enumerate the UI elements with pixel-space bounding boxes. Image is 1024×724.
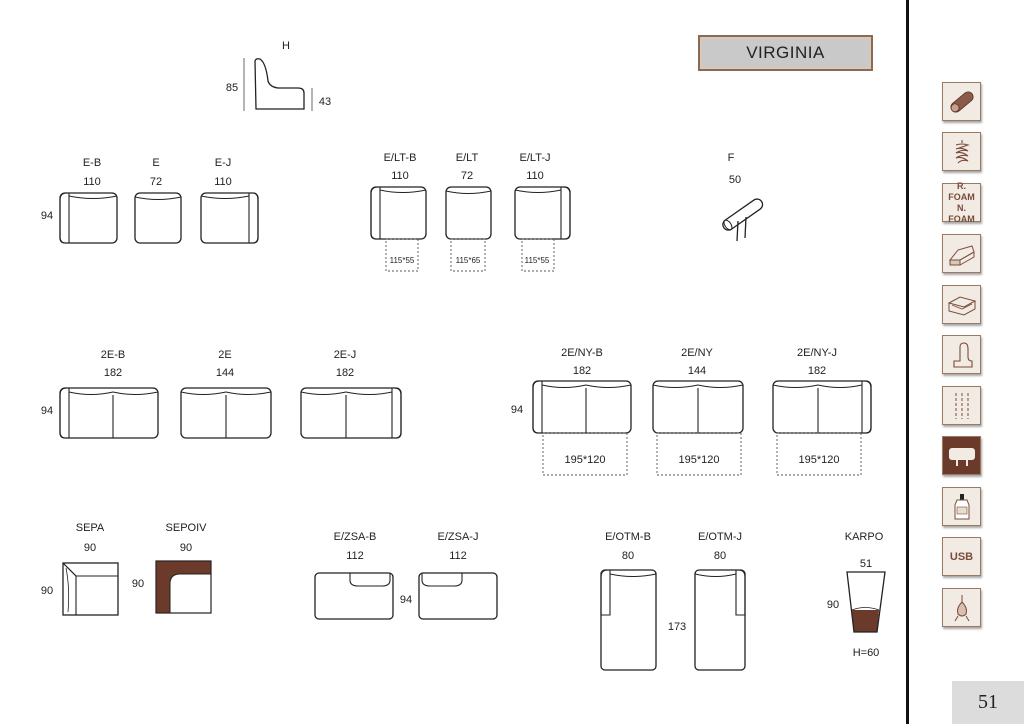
width-elt: 72 [460, 170, 474, 182]
recliner-icon [942, 335, 981, 374]
chaise-seats [600, 569, 746, 671]
label-karpo: KARPO [844, 531, 884, 543]
bed-2enyb: 195*120 [564, 454, 606, 466]
height-karpo: H=60 [852, 647, 880, 659]
label-zsab: E/ZSA-B [333, 531, 377, 543]
page-number: 51 [952, 681, 1024, 724]
depth-karpo: 90 [826, 599, 840, 611]
width-2e: 144 [215, 367, 235, 379]
width-eltb: 110 [391, 170, 409, 182]
width-otmb: 80 [621, 550, 635, 562]
width-2enyb: 182 [572, 365, 592, 377]
label-zsaj: E/ZSA-J [437, 531, 479, 543]
seats-elt-group [370, 186, 571, 272]
length-otm: 173 [667, 621, 687, 633]
width-sepoiv: 90 [179, 542, 193, 554]
sofas-2e-group [59, 387, 402, 439]
label-e: E [152, 157, 160, 169]
width-2eb: 182 [103, 367, 123, 379]
label-elt: E/LT [455, 152, 479, 164]
karpo-drawing [846, 571, 886, 633]
width-zsaj: 112 [449, 550, 467, 562]
page-title: VIRGINIA [698, 35, 873, 71]
width-2ej: 182 [335, 367, 355, 379]
label-sepoiv: SEPOIV [165, 522, 207, 534]
bed-eltj: 115*55 [524, 256, 550, 265]
bed-eltb: 115*55 [389, 256, 415, 265]
bolster-drawing [722, 198, 764, 242]
profile-height: 85 [225, 82, 239, 94]
usb-icon: USB [942, 537, 981, 576]
bed-elt: 115*65 [455, 256, 481, 265]
width-f: 50 [728, 174, 742, 186]
label-eb: E-B [82, 157, 102, 169]
page-divider [906, 0, 909, 724]
label-otmb: E/OTM-B [605, 531, 651, 543]
lamp-icon [942, 588, 981, 627]
width-2enyj: 182 [807, 365, 827, 377]
sofa-bed-icon [942, 234, 981, 273]
width-e: 72 [149, 176, 163, 188]
width-zsab: 112 [346, 550, 364, 562]
seats-e-group [59, 192, 259, 244]
width-sepa: 90 [83, 542, 97, 554]
profile-seat-height: 43 [318, 96, 332, 108]
depth-zsa: 94 [399, 594, 413, 606]
label-2enyj: 2E/NY-J [797, 347, 837, 359]
corner-seats [62, 560, 212, 616]
width-ej: 110 [214, 176, 232, 188]
profile-drawing [243, 58, 313, 111]
label-2ej: 2E-J [333, 349, 357, 361]
width-2eny: 144 [687, 365, 707, 377]
label-sepa: SEPA [75, 522, 105, 534]
label-2enyb: 2E/NY-B [561, 347, 603, 359]
leather-care-icon [942, 487, 981, 526]
storage-icon [942, 285, 981, 324]
sofas-2eny-group [532, 380, 872, 476]
zsa-seats [314, 572, 498, 620]
depth-sepoiv: 90 [131, 578, 145, 590]
depth-sepa: 90 [40, 585, 54, 597]
bed-2enyj: 195*120 [798, 454, 840, 466]
headrest-icon [942, 436, 981, 475]
roll-foam-icon [942, 82, 981, 121]
label-eltj: E/LT-J [519, 152, 551, 164]
profile-label-h: H [282, 40, 290, 52]
stitching-icon [942, 386, 981, 425]
label-eltb: E/LT-B [383, 152, 417, 164]
depth-row2: 94 [40, 405, 54, 417]
label-ej: E-J [214, 157, 232, 169]
width-eltj: 110 [526, 170, 544, 182]
bed-2eny: 195*120 [678, 454, 720, 466]
label-2e: 2E [218, 349, 232, 361]
width-eb: 110 [83, 176, 101, 188]
depth-row2-ny: 94 [510, 404, 524, 416]
width-karpo: 51 [859, 558, 873, 570]
label-f: F [727, 152, 735, 164]
width-otmj: 80 [713, 550, 727, 562]
spring-icon [942, 132, 981, 171]
label-2eny: 2E/NY [681, 347, 713, 359]
label-2eb: 2E-B [100, 349, 126, 361]
depth-row1: 94 [40, 210, 54, 222]
label-otmj: E/OTM-J [698, 531, 742, 543]
